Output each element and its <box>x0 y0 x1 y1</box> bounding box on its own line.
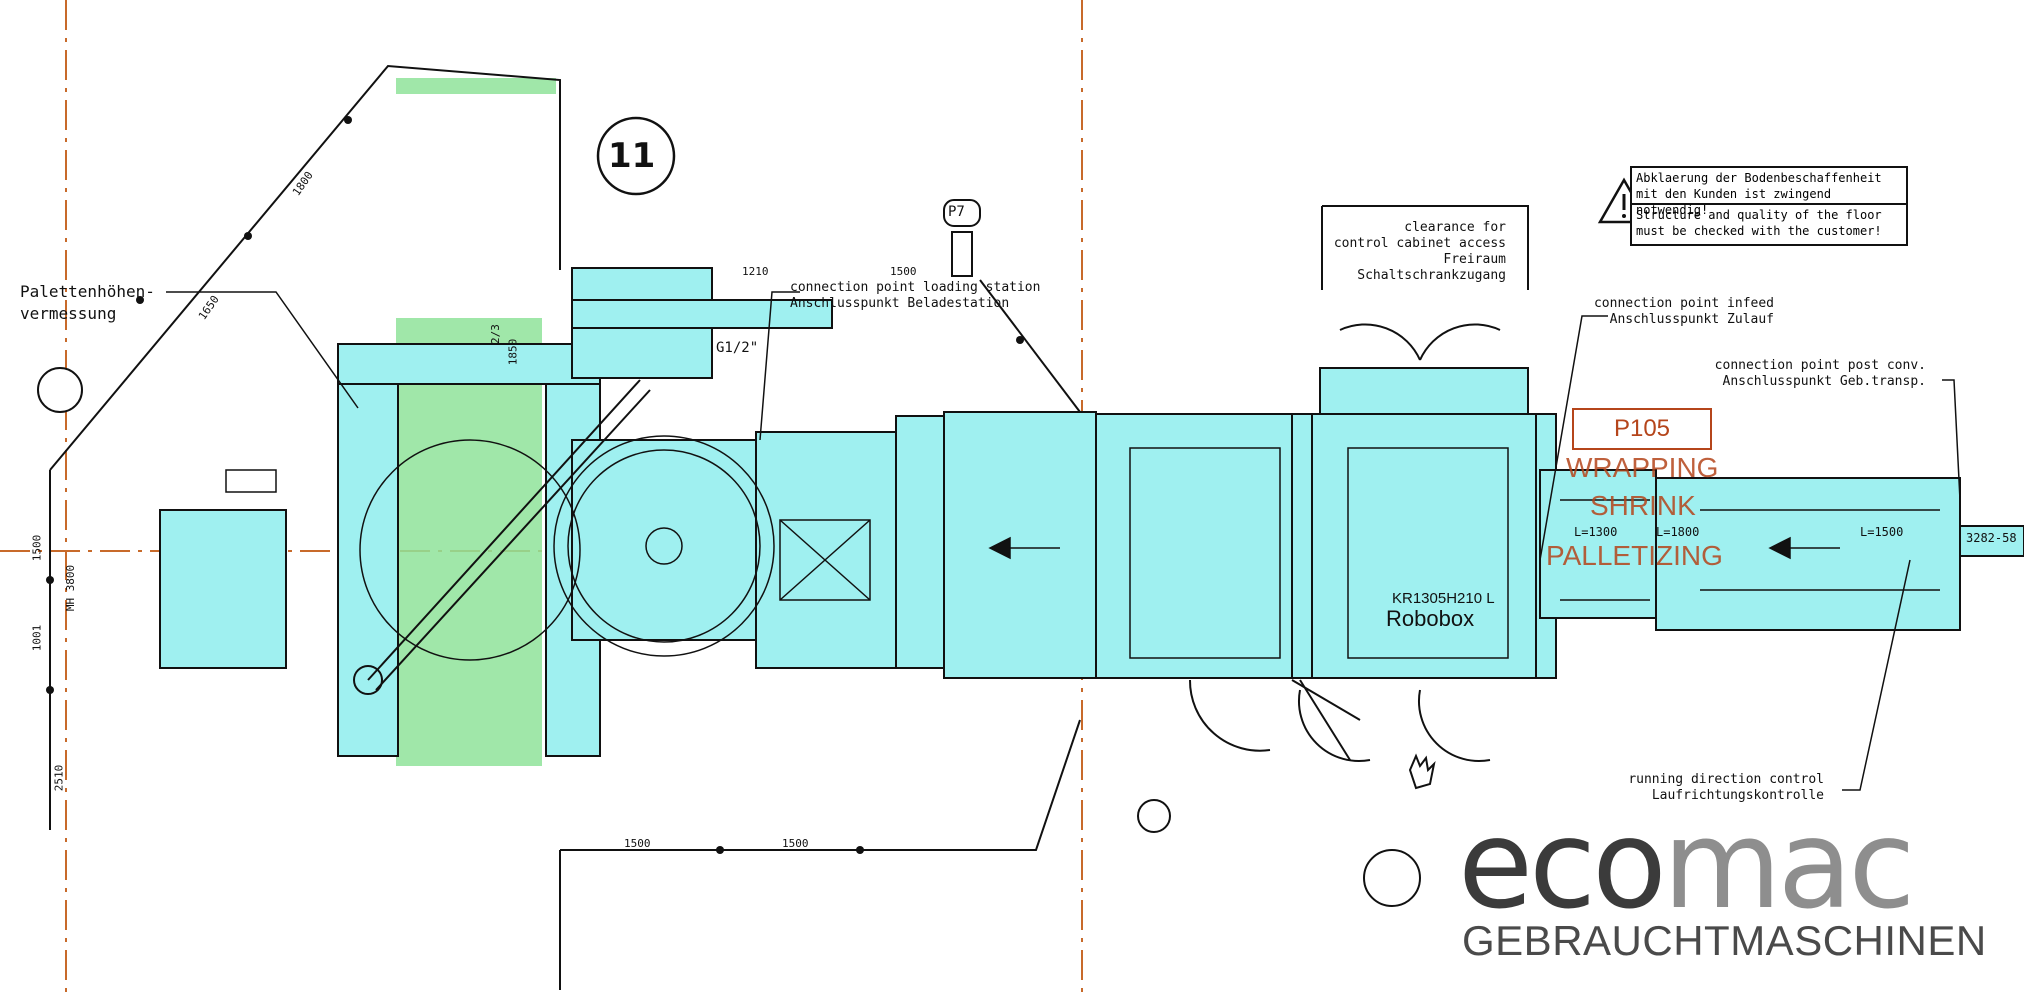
p7-marker <box>943 199 981 277</box>
dim-conv1: L=1300 <box>1574 525 1618 539</box>
clearance-note-4: Schaltschrankzugang <box>1357 268 1506 283</box>
warning-line-de-2: mit den Kunden ist zwingend notwendig! <box>1636 187 1832 217</box>
brand-mac: mac <box>1662 794 1916 936</box>
clearance-note-3: Freiraum <box>1443 252 1506 267</box>
warning-line-de: Abklaerung der Bodenbeschaffenheit mit d… <box>1632 168 1906 217</box>
process-code: P105 <box>1572 408 1712 450</box>
robot-model: KR1305H210 L <box>1392 590 1495 607</box>
robot-name: Robobox <box>1386 606 1475 631</box>
fence-posts <box>46 116 1024 854</box>
warning-line-en-1: Structure and quality of the floor <box>1636 208 1882 222</box>
connection-infeed-1: connection point infeed <box>1593 296 1774 311</box>
dim-left-bottom: 2510 <box>52 764 66 792</box>
dim-bottom-1500a: 1500 <box>624 837 651 850</box>
pallet-height-label-2: vermessung <box>20 304 117 323</box>
station-circle <box>596 116 676 196</box>
robot-arm <box>353 379 651 695</box>
pallet-label: P7 <box>948 204 965 220</box>
process-line-wrapping: WRAPPING <box>1566 452 1719 483</box>
connection-loading-2: Anschlusspunkt Beladestation <box>790 296 1010 311</box>
dim-right-edge: 3282-58 <box>1966 531 2017 545</box>
warning-line-en: Structure and quality of the floor must … <box>1632 205 1906 242</box>
dim-left-mid: MH 3800 <box>64 564 78 612</box>
dim-bottom-1500b: 1500 <box>782 837 809 850</box>
machine-details <box>225 435 1940 661</box>
connection-post-1: connection point post conv. <box>1714 358 1926 373</box>
running-direction-1: running direction control <box>1628 772 1824 787</box>
brand-subtitle: GEBRAUCHTMASCHINEN <box>1462 917 1987 964</box>
warning-line-de-1: Abklaerung der Bodenbeschaffenheit <box>1636 171 1882 185</box>
dim-pipe: G1/2" <box>716 340 759 356</box>
pallet-height-label-1: Palettenhöhen- <box>20 282 155 301</box>
connection-loading-1: connection point loading station <box>790 280 1041 295</box>
connection-post-2: Anschlusspunkt Geb.transp. <box>1722 374 1927 389</box>
machine-footprint <box>159 267 2024 757</box>
clearance-note-1: clearance for <box>1404 220 1506 235</box>
clearance-note-2: control cabinet access <box>1333 236 1506 251</box>
dim-green-1850: 1850 <box>506 338 520 366</box>
dim-conv2: L=1800 <box>1656 525 1700 539</box>
brand-eco: eco <box>1458 794 1667 936</box>
floor-warning-box: Abklaerung der Bodenbeschaffenheit mit d… <box>1630 166 1908 246</box>
dim-top-1500: 1500 <box>890 265 917 278</box>
operator-icons <box>37 367 1436 907</box>
connection-infeed-2: Anschlusspunkt Zulauf <box>1609 312 1774 327</box>
green-zone <box>396 78 556 766</box>
leader-lines <box>166 291 1961 791</box>
warning-line-en-2: must be checked with the customer! <box>1636 224 1882 238</box>
running-direction-2: Laufrichtungskontrolle <box>1651 788 1824 803</box>
dim-left-1500: 1500 <box>30 534 44 562</box>
dim-green-2-3: 2/3 <box>488 324 502 344</box>
dim-top-1210: 1210 <box>742 265 769 278</box>
station-number: 11 <box>608 136 656 176</box>
process-line-shrink: SHRINK <box>1590 490 1696 521</box>
dim-left-1001: 1001 <box>30 624 44 652</box>
brand-logo: ecomac <box>1458 800 1915 930</box>
process-line-palletizing: PALLETIZING <box>1546 540 1723 571</box>
dim-conv3: L=1500 <box>1860 525 1904 539</box>
